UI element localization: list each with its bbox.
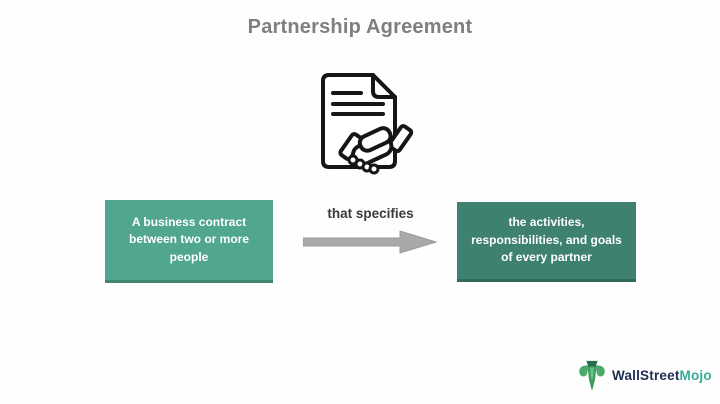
logo-text-wallstreet: WallStreet	[612, 367, 680, 383]
logo-text: WallStreetMojo	[612, 368, 712, 383]
connector-label: that specifies	[327, 206, 414, 221]
wallstreetmojo-bull-icon	[579, 360, 605, 391]
definition-box-text: A business contract between two or more …	[128, 214, 250, 264]
handshake-glyph	[338, 124, 414, 175]
page-title: Partnership Agreement	[247, 16, 473, 38]
definition-box: A business contract between two or more …	[105, 200, 273, 283]
wallstreetmojo-logo: WallStreetMojo	[576, 356, 712, 394]
details-box: the activities, responsibilities, and go…	[457, 202, 636, 282]
document-with-handshake-icon	[321, 73, 414, 175]
details-box-text: the activities, responsibilities, and go…	[471, 215, 622, 265]
contract-handshake-icon	[315, 68, 415, 176]
right-arrow-icon	[303, 230, 437, 254]
logo-text-mojo: Mojo	[679, 367, 712, 383]
document-fold	[371, 73, 397, 99]
